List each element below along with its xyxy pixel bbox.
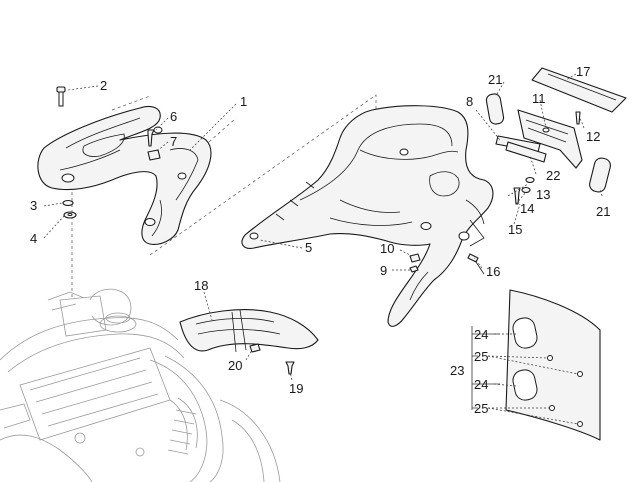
part-1-rear-carrier — [37, 105, 212, 245]
part-12-screw — [575, 111, 581, 125]
part-11-plate-bracket — [517, 109, 583, 169]
part-25-rivet-c — [549, 405, 555, 411]
callout-25-lower: 25 — [474, 401, 488, 416]
part-4-washer — [63, 211, 77, 219]
part-19-screw — [285, 361, 295, 375]
callout-15: 15 — [508, 222, 522, 237]
callout-25-upper: 25 — [474, 349, 488, 364]
part-25-rivet-a — [547, 355, 553, 361]
part-20-nut — [249, 343, 261, 353]
part-3-washer — [62, 199, 74, 207]
callout-14: 14 — [520, 201, 534, 216]
part-22-bracket — [505, 141, 547, 163]
part-13-nut — [525, 176, 535, 184]
callout-4: 4 — [30, 231, 37, 246]
callout-16: 16 — [486, 264, 500, 279]
part-23-plate-panel — [505, 289, 601, 441]
callout-22: 22 — [546, 168, 560, 183]
callout-3: 3 — [30, 198, 37, 213]
part-17-plate-reflector — [531, 67, 627, 113]
callout-5: 5 — [305, 240, 312, 255]
callout-10: 10 — [380, 241, 394, 256]
callout-19: 19 — [289, 381, 303, 396]
callout-20: 20 — [228, 358, 242, 373]
part-18-heat-shield — [179, 309, 319, 353]
callout-24-lower: 24 — [474, 377, 488, 392]
callout-11: 11 — [532, 91, 546, 106]
part-25-rivet-d — [577, 421, 583, 427]
group-23-bracket — [471, 326, 500, 410]
part-16-screw — [467, 253, 485, 275]
leader-lines — [43, 73, 603, 425]
callout-12: 12 — [586, 129, 600, 144]
callout-24-upper: 24 — [474, 327, 488, 342]
part-24-slot-lower — [512, 369, 538, 401]
part-6-screw — [147, 129, 155, 147]
part-5-rear-mudguard — [241, 105, 494, 327]
callout-labels: 1 2 3 4 5 6 7 8 9 10 11 12 13 14 15 16 1… — [30, 64, 610, 416]
callout-21-lower: 21 — [596, 204, 610, 219]
callout-23: 23 — [450, 363, 464, 378]
callout-18: 18 — [194, 278, 208, 293]
part-25-rivet-b — [577, 371, 583, 377]
callout-21-upper: 21 — [488, 72, 502, 87]
callout-2: 2 — [100, 78, 107, 93]
part-7-clip — [147, 149, 161, 161]
part-10-nut — [409, 253, 421, 263]
callout-6: 6 — [170, 109, 177, 124]
callout-17: 17 — [576, 64, 590, 79]
callout-1: 1 — [240, 94, 247, 109]
callout-13: 13 — [536, 187, 550, 202]
part-21-reflector-right — [589, 157, 611, 193]
part-24-slot-upper — [512, 317, 538, 349]
callout-9: 9 — [380, 263, 387, 278]
part-21-reflector-left — [485, 93, 505, 125]
part-14-washer — [521, 186, 531, 194]
callout-8: 8 — [466, 94, 473, 109]
part-2-bolt — [56, 86, 66, 107]
callout-7: 7 — [170, 134, 177, 149]
scooter-frame-ghost — [0, 288, 281, 482]
part-9-screw — [409, 265, 419, 273]
